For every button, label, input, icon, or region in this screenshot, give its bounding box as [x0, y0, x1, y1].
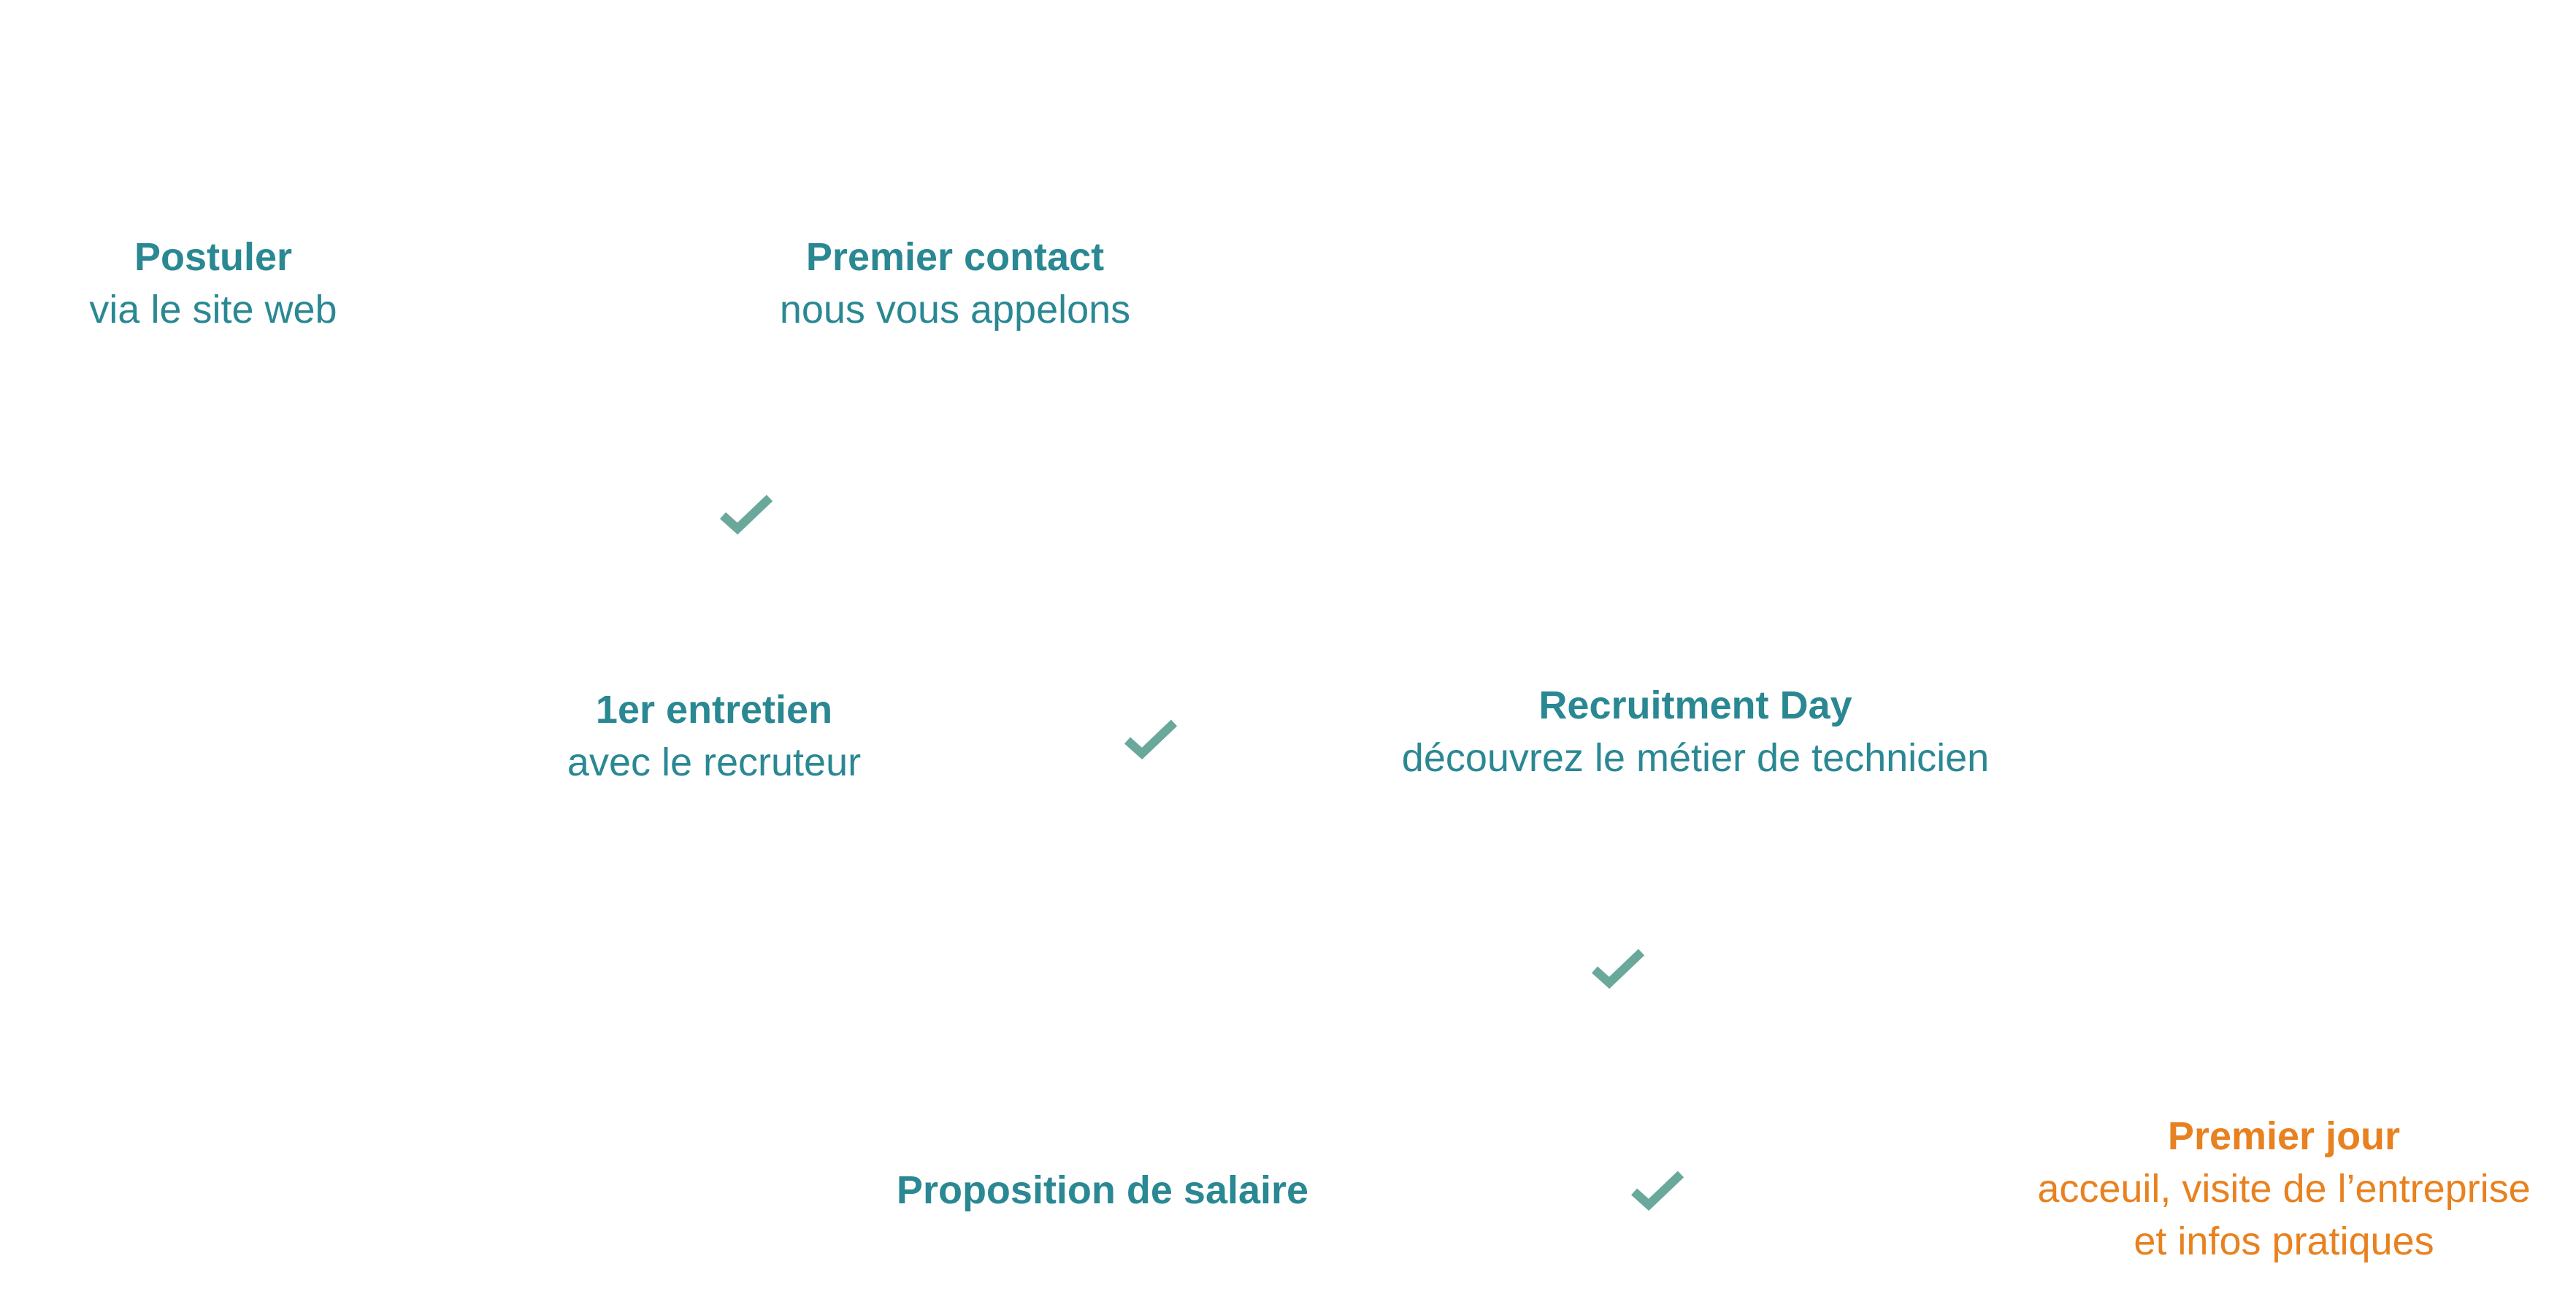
step-title: Premier contact	[805, 235, 1105, 279]
step-title: Proposition de salaire	[896, 1168, 1309, 1212]
step-premier-jour: Premier jour acceuil, visite de l’entrep…	[2037, 1110, 2530, 1268]
step-subtitle-line1: acceuil, visite de l’entreprise	[2037, 1167, 2531, 1211]
checkmark-icon	[1590, 946, 1646, 990]
step-title: Premier jour	[2167, 1114, 2401, 1158]
checkmark-icon	[718, 492, 774, 536]
step-subtitle: avec le recruteur	[567, 740, 862, 784]
step-recruitment-day: Recruitment Day découvrez le métier de t…	[1402, 679, 1989, 784]
step-premier-contact: Premier contact nous vous appelons	[780, 231, 1130, 336]
checkmark-icon	[1123, 717, 1178, 761]
step-subtitle: nous vous appelons	[779, 288, 1131, 332]
step-title: Postuler	[134, 235, 293, 279]
step-subtitle: découvrez le métier de technicien	[1401, 736, 1990, 780]
step-postuler: Postuler via le site web	[89, 231, 337, 336]
step-title: Recruitment Day	[1538, 683, 1852, 727]
checkmark-icon	[1630, 1168, 1685, 1212]
step-subtitle: via le site web	[89, 288, 337, 332]
step-subtitle-line2: et infos pratiques	[2134, 1219, 2434, 1263]
step-title: 1er entretien	[595, 688, 833, 732]
step-proposition-de-salaire: Proposition de salaire	[897, 1164, 1308, 1216]
step-1er-entretien: 1er entretien avec le recruteur	[567, 683, 861, 789]
